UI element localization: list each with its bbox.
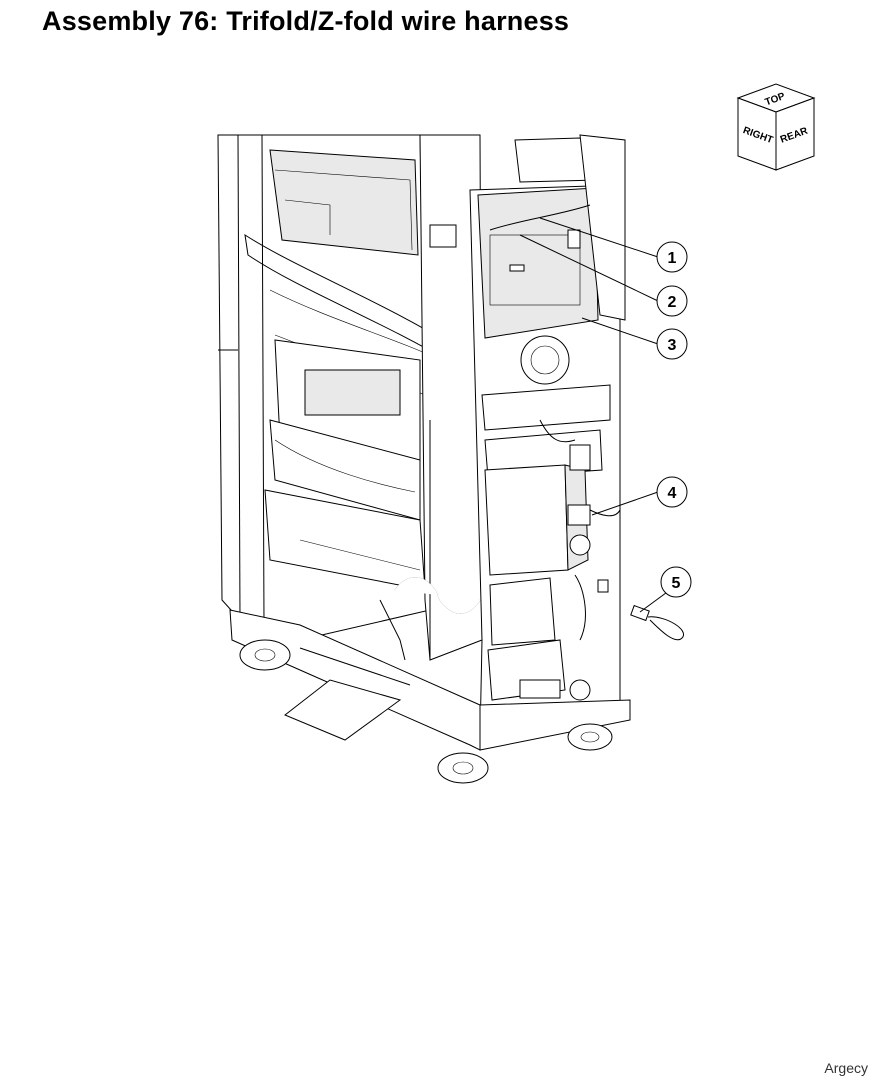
page-title: Assembly 76: Trifold/Z-fold wire harness — [42, 6, 570, 36]
callout-leaders — [519, 217, 671, 613]
callout-2-label: 2 — [668, 294, 677, 311]
assembly-diagram: TOP RIGHT REAR — [217, 83, 816, 784]
callout-4-label: 4 — [668, 485, 677, 502]
caster-wheel-rear — [567, 723, 613, 751]
loose-harness-part — [630, 604, 685, 641]
orientation-cube: TOP RIGHT REAR — [736, 83, 816, 171]
callout-4: 4 — [656, 476, 688, 508]
callout-3: 3 — [656, 328, 688, 360]
callout-5-label: 5 — [672, 575, 681, 592]
watermark: Argecy — [824, 1060, 868, 1076]
callout-3-label: 3 — [668, 337, 677, 354]
callout-5: 5 — [660, 566, 692, 598]
caster-wheel-front-left — [239, 639, 291, 671]
callout-1: 1 — [656, 241, 688, 273]
callout-1-label: 1 — [668, 250, 677, 267]
caster-wheel-front — [437, 752, 489, 784]
callout-2: 2 — [656, 285, 688, 317]
finisher-unit-drawing — [217, 134, 685, 784]
